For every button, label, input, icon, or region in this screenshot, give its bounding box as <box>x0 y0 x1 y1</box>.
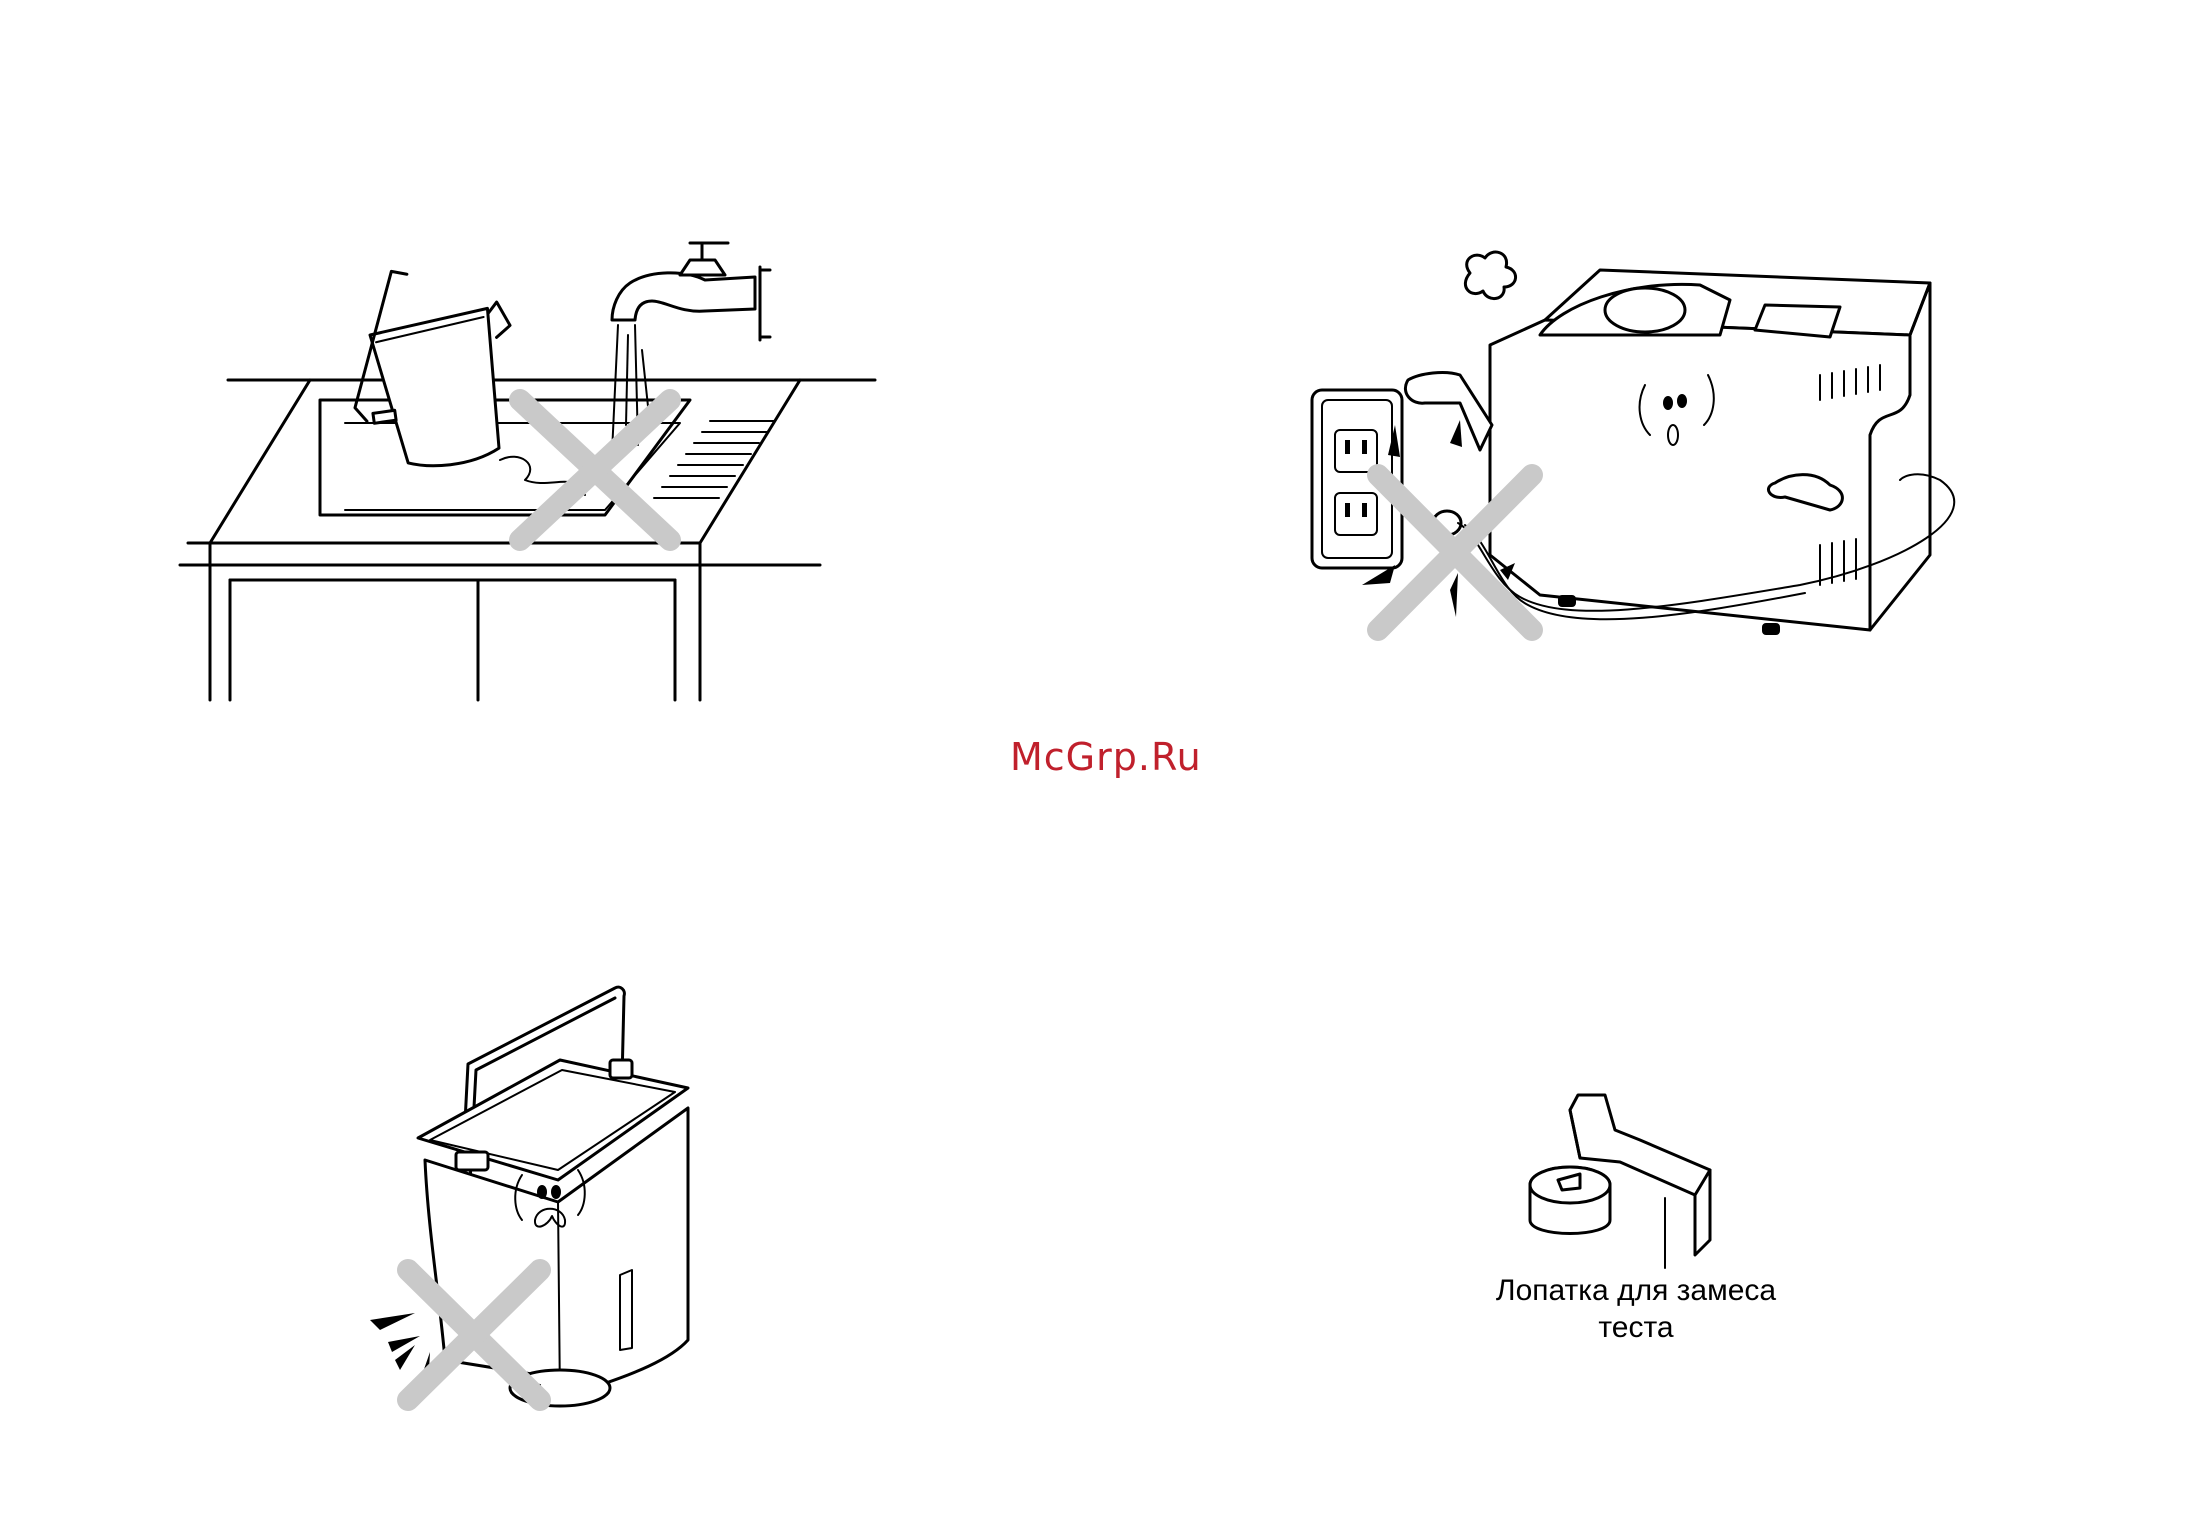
breadmaker-unplugging-by-cord-prohibited-illustration <box>1300 225 1980 665</box>
bread-pan-dropped-prohibited-illustration <box>370 980 710 1440</box>
caption-line-2: теста <box>1466 1309 1806 1346</box>
sink-washing-pan-prohibited-illustration <box>180 225 900 705</box>
kneading-blade-illustration <box>1500 1090 1760 1280</box>
kneading-blade-caption: Лопатка для замеса теста <box>1466 1272 1806 1346</box>
caption-line-1: Лопатка для замеса <box>1466 1272 1806 1309</box>
watermark-text: McGrp.Ru <box>1010 735 1202 779</box>
